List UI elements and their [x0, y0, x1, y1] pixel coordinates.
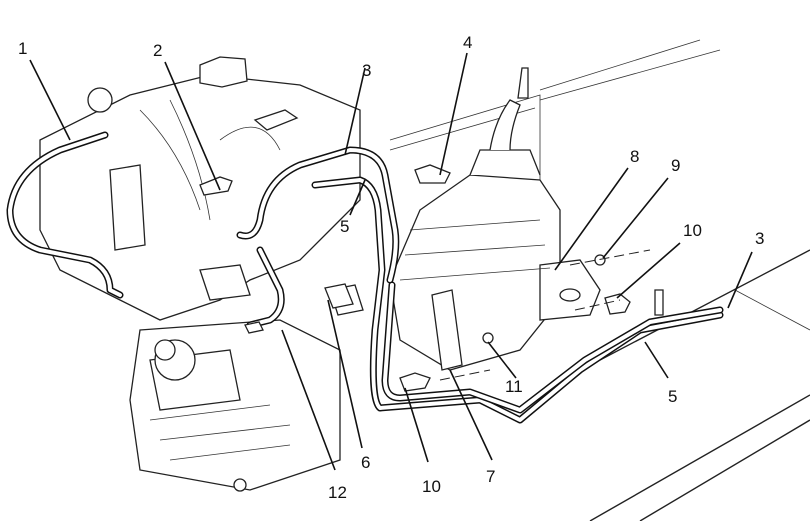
- leader-7: [449, 369, 493, 461]
- callout-6: 6: [361, 453, 370, 472]
- fittings-clips: [199, 164, 664, 392]
- callout-5: 5: [340, 217, 349, 236]
- callout-4: 4: [463, 33, 472, 52]
- transmission: [329, 67, 601, 371]
- callout-1: 1: [18, 39, 27, 58]
- callout-3: 3: [362, 61, 371, 80]
- leader-3a: [344, 67, 366, 156]
- callout-9: 9: [671, 156, 680, 175]
- callout-11: 11: [505, 377, 523, 396]
- pipe-5: [311, 176, 724, 424]
- leader-10b: [404, 387, 429, 463]
- leader-6: [327, 299, 363, 449]
- callout-10-lower: 10: [422, 477, 441, 496]
- pipe-1: [6, 131, 124, 299]
- callout-3-right: 3: [755, 229, 764, 248]
- leader-4: [439, 52, 468, 176]
- leader-11: [487, 341, 517, 379]
- pipe-12: [246, 246, 285, 329]
- frame-rails: [389, 39, 810, 521]
- pipe-3-upper: [236, 146, 400, 284]
- leader-3b: [727, 251, 753, 309]
- leader-8: [554, 167, 629, 271]
- callout-5-right: 5: [668, 387, 677, 406]
- leader-lines: [29, 52, 753, 471]
- callout-12: 12: [328, 483, 347, 502]
- leader-5b: [644, 341, 669, 379]
- engine-block: [39, 56, 361, 492]
- callout-7: 7: [486, 467, 495, 486]
- callout-2: 2: [153, 41, 162, 60]
- callout-labels: 1 2 3 4 5 8 9 10 3 11 5 6 7 10 12: [18, 33, 764, 502]
- leader-1: [29, 59, 71, 141]
- callout-8: 8: [630, 147, 639, 166]
- leader-10a: [616, 242, 681, 299]
- leader-12: [281, 329, 336, 471]
- leader-9: [602, 177, 669, 259]
- leader-2: [164, 61, 221, 191]
- callout-10: 10: [683, 221, 702, 240]
- leader-5a: [349, 179, 366, 216]
